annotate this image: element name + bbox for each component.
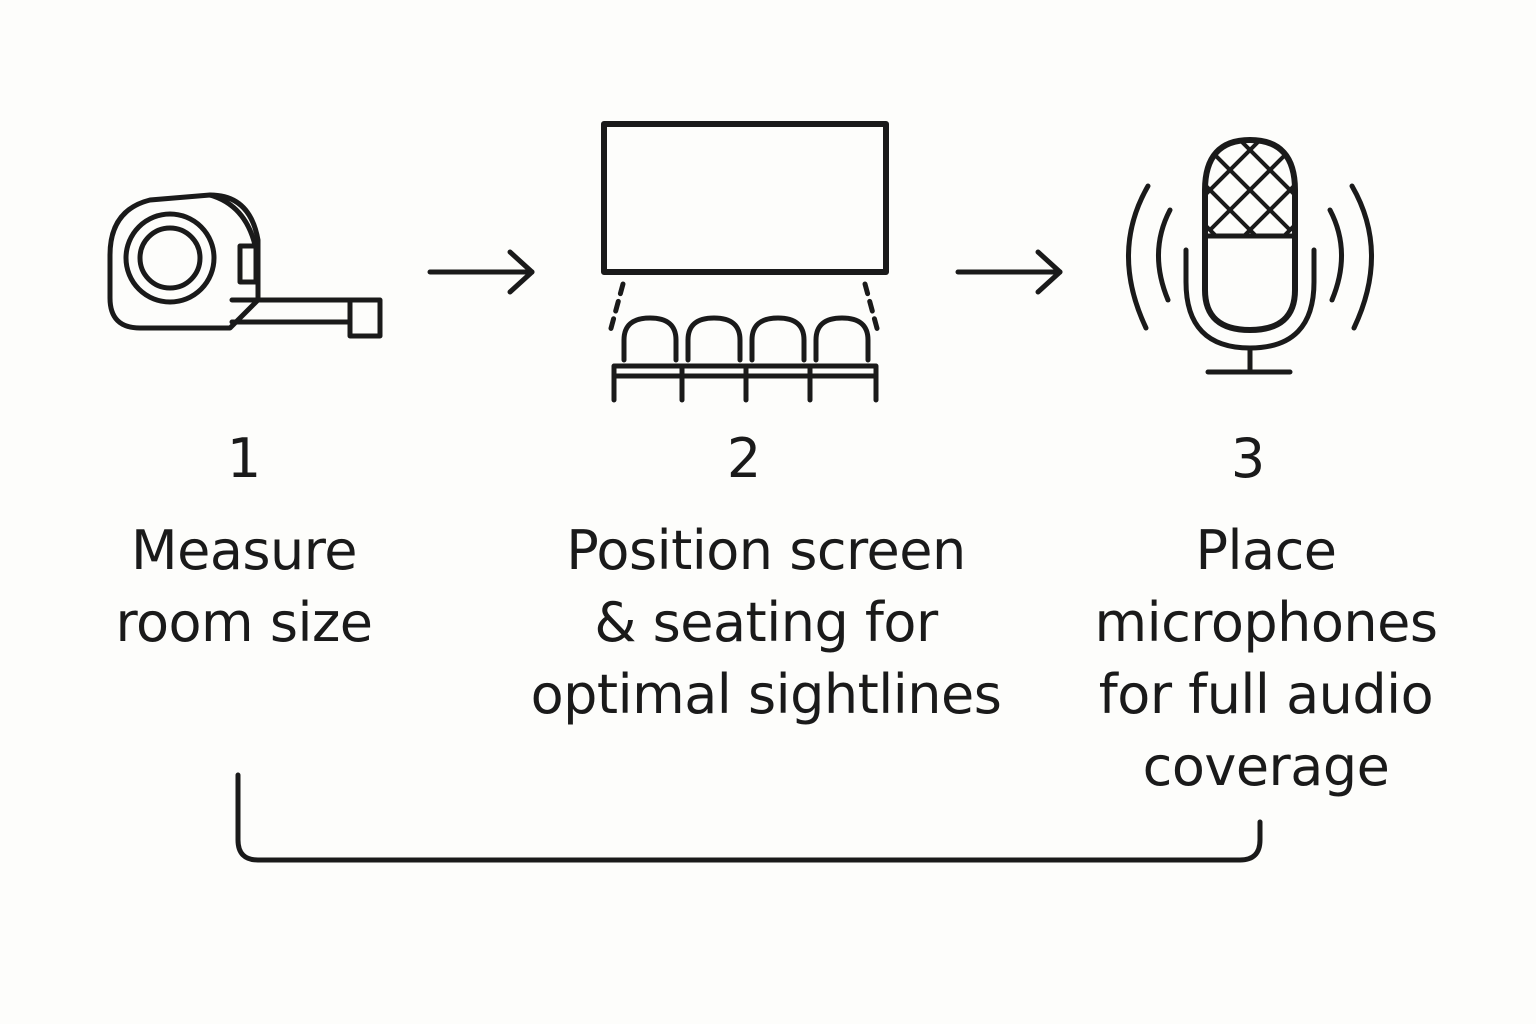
step-2-label: Position screen & seating for optimal si… xyxy=(506,515,1026,731)
step-3-label: Place microphones for full audio coverag… xyxy=(1066,515,1466,803)
step-2-label-line: optimal sightlines xyxy=(530,663,1002,726)
microphone-icon xyxy=(1126,137,1374,375)
step-1-label-line: Measure xyxy=(131,519,358,582)
step-3-label-line: microphones xyxy=(1094,591,1438,654)
bottom-bracket xyxy=(235,772,1263,863)
step-3-number: 3 xyxy=(1230,427,1266,490)
step-2-label-line: & seating for xyxy=(594,591,938,654)
step-1-label: Measure room size xyxy=(44,515,444,659)
right-arrow-icon xyxy=(427,249,535,295)
step-1-number: 1 xyxy=(226,427,262,490)
step-3-label-line: Place xyxy=(1195,519,1337,582)
step-3-label-line: coverage xyxy=(1142,735,1390,798)
tape-measure-icon xyxy=(107,192,383,339)
right-arrow-icon xyxy=(955,249,1063,295)
step-2-label-line: Position screen xyxy=(566,519,966,582)
screen-seating-icon xyxy=(601,121,889,403)
seat-row xyxy=(611,315,879,403)
step-3-label-line: for full audio xyxy=(1098,663,1434,726)
step-2-number: 2 xyxy=(726,427,762,490)
step-1-label-line: room size xyxy=(115,591,373,654)
